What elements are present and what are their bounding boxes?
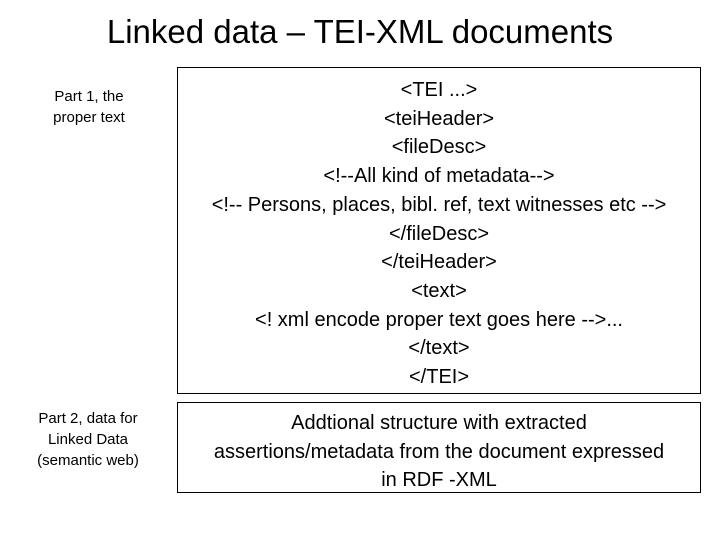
rdf-line: assertions/metadata from the document ex… bbox=[213, 440, 665, 463]
xml-line: <!--All kind of metadata--> bbox=[323, 165, 555, 188]
xml-line: <text> bbox=[411, 279, 467, 302]
xml-line: <teiHeader> bbox=[383, 107, 495, 130]
caption-part-2: Part 2, data for Linked Data (semantic w… bbox=[4, 408, 172, 471]
xml-line: </teiHeader> bbox=[381, 251, 497, 274]
tei-xml-structure-box: <TEI ...> <teiHeader> <fileDesc> <!--All… bbox=[177, 67, 701, 394]
rdf-line: Addtional structure with extracted bbox=[291, 412, 587, 434]
xml-line: <TEI ...> bbox=[400, 79, 478, 101]
rdf-xml-description-text: Addtional structure with extracted asser… bbox=[178, 409, 700, 495]
caption-part-1: Part 1, the proper text bbox=[8, 86, 170, 128]
xml-line: </TEI> bbox=[408, 366, 470, 389]
xml-line: <fileDesc> bbox=[391, 136, 487, 159]
caption-part-1-line-2: proper text bbox=[53, 109, 125, 126]
rdf-xml-description-box: Addtional structure with extracted asser… bbox=[177, 402, 701, 493]
rdf-line: in RDF -XML bbox=[381, 469, 497, 492]
caption-part-1-line-1: Part 1, the bbox=[54, 88, 124, 105]
caption-part-2-line-1: Part 2, data for bbox=[38, 410, 138, 427]
xml-line: </text> bbox=[408, 337, 470, 360]
xml-line: <!-- Persons, places, bibl. ref, text wi… bbox=[211, 193, 667, 216]
caption-part-2-line-2: Linked Data bbox=[47, 431, 129, 448]
caption-part-2-line-3: (semantic web) bbox=[37, 452, 139, 469]
tei-xml-code-listing: <TEI ...> <teiHeader> <fileDesc> <!--All… bbox=[178, 76, 700, 392]
page-title: Linked data – TEI-XML documents bbox=[106, 13, 614, 50]
xml-line: <! xml encode proper text goes here -->.… bbox=[255, 308, 623, 331]
xml-line: </fileDesc> bbox=[388, 222, 490, 245]
